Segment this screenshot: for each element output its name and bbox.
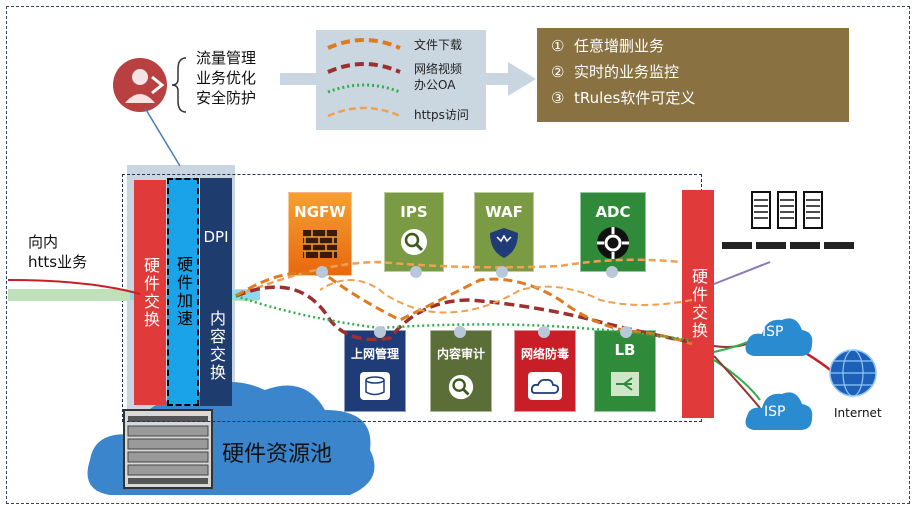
adc-icon <box>597 227 629 259</box>
legend-swatches <box>327 38 401 118</box>
outer-frame <box>6 6 910 504</box>
isp-cloud-bottom <box>745 392 813 430</box>
cloud-icon <box>528 372 562 400</box>
firewall-icon <box>303 230 337 258</box>
inbound-label: 向内 htts业务 <box>28 232 87 272</box>
feature-item: ③ tRules软件可定义 <box>551 87 695 108</box>
ngfw-module[interactable]: NGFW <box>288 192 352 276</box>
balancer-icon <box>611 372 639 396</box>
feature-item: ② 实时的业务监控 <box>551 61 679 82</box>
management-line: 流量管理 <box>196 49 257 67</box>
isp-label-bottom: ISP <box>764 404 786 420</box>
content-switch-label: 内容交换 <box>207 310 226 382</box>
hw-switch-right: 硬件交换 <box>682 190 714 418</box>
antivirus-module[interactable]: 网络防毒 <box>514 330 576 412</box>
admin-link-line <box>144 108 181 167</box>
legend-label-oa: 办公OA <box>414 78 456 92</box>
adc-module[interactable]: ADC <box>580 192 646 272</box>
https-flow <box>235 258 681 298</box>
module-label: WAF <box>485 203 523 221</box>
content-audit-module[interactable]: 内容审计 <box>430 330 492 412</box>
traffic-legend: 文件下载 网络视频 办公OA https访问 <box>316 30 486 130</box>
feature-text: 任意增删业务 <box>574 37 665 55</box>
magnifier-icon <box>401 229 427 255</box>
module-label: 上网管理 <box>350 347 399 361</box>
magnifier-icon <box>448 374 474 400</box>
resource-pool-label: 硬件资源池 <box>222 442 333 467</box>
module-label: LB <box>614 341 636 359</box>
legend-label-download: 文件下载 <box>414 38 463 52</box>
inbound-flow <box>7 279 141 295</box>
oa-flow <box>235 294 691 342</box>
feature-list: ① 任意增删业务 ② 实时的业务监控 ③ tRules软件可定义 <box>537 28 849 122</box>
lb-module[interactable]: LB <box>594 330 656 412</box>
globe-icon <box>829 349 877 397</box>
internet-label: Internet <box>834 406 882 420</box>
inbound-line: htts业务 <box>28 253 88 271</box>
module-label: 内容审计 <box>436 347 485 361</box>
hw-accel-bar: 硬件加速 <box>167 178 199 406</box>
module-label: IPS <box>400 203 428 221</box>
dpi-label: DPI <box>203 228 229 246</box>
waf-module[interactable]: WAF <box>474 192 534 272</box>
legend-label-https: https访问 <box>414 108 469 122</box>
feature-number: ② <box>551 63 565 81</box>
management-functions: 流量管理 业务优化 安全防护 <box>196 48 256 108</box>
feature-number: ① <box>551 37 565 55</box>
shield-icon <box>490 228 518 258</box>
feature-number: ③ <box>551 89 565 107</box>
management-line: 安全防护 <box>196 89 257 107</box>
isp-label-top: ISP <box>762 324 784 340</box>
video-flow <box>235 285 691 344</box>
inbound-line: 向内 <box>28 233 59 251</box>
dpi-bar <box>200 178 232 406</box>
admin-person-icon <box>113 57 187 113</box>
feature-text: tRules软件可定义 <box>574 89 696 107</box>
module-label: 网络防毒 <box>520 347 569 361</box>
server-rack-icon <box>722 191 854 249</box>
isp-cloud-top <box>745 318 813 356</box>
feature-item: ① 任意增删业务 <box>551 35 664 56</box>
legend-label-video: 网络视频 <box>414 62 463 76</box>
module-label: NGFW <box>294 203 346 221</box>
download-flow <box>235 271 693 346</box>
module-label: ADC <box>595 203 631 221</box>
management-line: 业务优化 <box>196 69 257 87</box>
server-chassis-icon <box>123 409 213 489</box>
feature-text: 实时的业务监控 <box>574 63 680 81</box>
database-icon <box>360 372 390 400</box>
hw-switch-left: 硬件交换 <box>134 180 166 405</box>
ips-module[interactable]: IPS <box>384 192 444 272</box>
